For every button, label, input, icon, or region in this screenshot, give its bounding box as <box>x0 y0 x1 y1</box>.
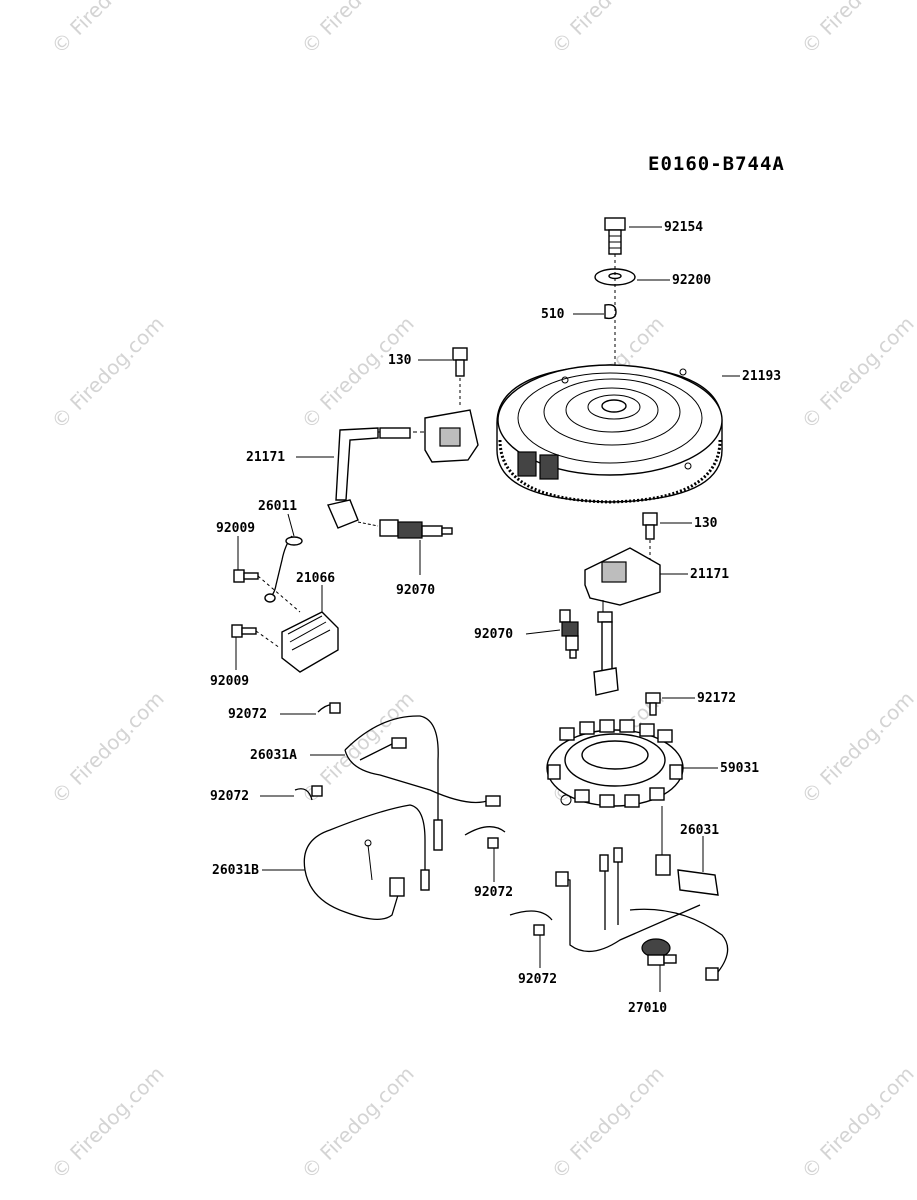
label-26031: 26031 <box>680 823 719 838</box>
label-130-top: 130 <box>388 353 412 368</box>
watermark: © Firedog.com <box>47 0 169 59</box>
label-21171-left: 21171 <box>246 450 285 465</box>
label-92070-left: 92070 <box>396 583 435 598</box>
watermark: © Firedog.com <box>47 1061 169 1183</box>
watermark: © Firedog.com <box>797 311 917 433</box>
label-21066: 21066 <box>296 571 335 586</box>
rectifier-21066-drawing <box>281 585 339 673</box>
stator-59031-drawing <box>546 719 718 876</box>
clamp-92072-a-drawing <box>280 702 341 715</box>
clamp-92072-c-drawing <box>464 826 506 882</box>
bolt-130-right-drawing <box>642 512 692 570</box>
label-26031B: 26031B <box>212 863 259 878</box>
bolt-130-top-drawing <box>418 347 468 408</box>
bolt-92154-drawing <box>604 217 662 255</box>
watermark: © Firedog.com <box>797 0 917 59</box>
label-21193: 21193 <box>742 369 781 384</box>
watermark: © Firedog.com <box>47 311 169 433</box>
label-92072-b: 92072 <box>210 789 249 804</box>
watermarks: © Firedog.com © Firedog.com © Firedog.co… <box>47 0 917 1184</box>
label-92154: 92154 <box>664 220 703 235</box>
label-92070-right: 92070 <box>474 627 513 642</box>
screw-92172-drawing <box>645 692 695 716</box>
label-59031: 59031 <box>720 761 759 776</box>
plug-92070-left-drawing <box>357 519 453 575</box>
flywheel-21193-drawing <box>496 254 740 504</box>
harness-26031A-drawing <box>310 715 501 851</box>
clamp-92072-d-drawing <box>509 910 553 968</box>
watermark: © Firedog.com <box>547 0 669 59</box>
watermark: © Firedog.com <box>797 686 917 808</box>
coil-21171-left-drawing <box>296 409 479 529</box>
plug-92070-right-drawing <box>525 609 579 659</box>
watermark: © Firedog.com <box>297 1061 419 1183</box>
label-26011: 26011 <box>258 499 297 514</box>
clamp-92072-b-drawing <box>260 785 323 801</box>
coil-21171-right-drawing <box>584 547 688 696</box>
lead-26011-drawing <box>264 513 303 603</box>
watermark: © Firedog.com <box>797 1061 917 1183</box>
watermark: © Firedog.com <box>47 686 169 808</box>
label-27010: 27010 <box>628 1001 667 1016</box>
label-92200: 92200 <box>672 273 711 288</box>
label-92072-a: 92072 <box>228 707 267 722</box>
harness-26031-drawing <box>555 836 729 981</box>
label-21171-right: 21171 <box>690 567 729 582</box>
watermark: © Firedog.com <box>297 0 419 59</box>
label-92009-bottom: 92009 <box>210 674 249 689</box>
harness-26031B-drawing <box>262 804 430 920</box>
watermark: © Firedog.com <box>297 311 419 433</box>
label-130-right: 130 <box>694 516 718 531</box>
diagram-code: E0160-B744A <box>648 153 785 175</box>
label-92072-c: 92072 <box>474 885 513 900</box>
watermark: © Firedog.com <box>547 1061 669 1183</box>
label-92072-d: 92072 <box>518 972 557 987</box>
bolt-92009-bottom-drawing <box>231 624 281 670</box>
label-92172: 92172 <box>697 691 736 706</box>
label-92009-top: 92009 <box>216 521 255 536</box>
label-26031A: 26031A <box>250 748 297 763</box>
bolt-92009-top-drawing <box>233 536 301 613</box>
switch-27010-drawing <box>641 938 677 992</box>
key-510-drawing <box>573 303 617 320</box>
label-510: 510 <box>541 307 565 322</box>
washer-92200-drawing <box>594 268 670 286</box>
